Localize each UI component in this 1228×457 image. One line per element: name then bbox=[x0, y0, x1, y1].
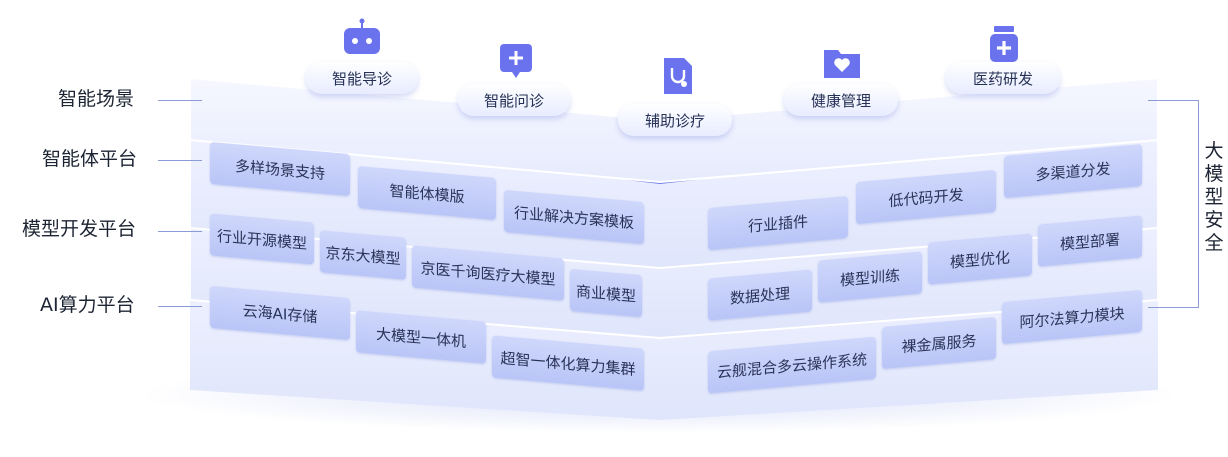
layer-leader-scene bbox=[158, 100, 202, 101]
heart-folder-icon bbox=[824, 50, 860, 78]
layer-leader-model bbox=[158, 231, 202, 232]
stethoscope-doc-icon bbox=[664, 58, 692, 94]
scene-pill: 智能导诊 bbox=[306, 62, 418, 94]
layer-label-model: 模型开发平台 bbox=[22, 218, 137, 240]
security-label-char: 大 bbox=[1204, 140, 1224, 162]
model-tile: 行业开源模型 bbox=[210, 213, 314, 265]
security-label-char: 型 bbox=[1204, 186, 1224, 208]
scene-pill: 辅助诊疗 bbox=[618, 104, 732, 136]
security-label-char: 模 bbox=[1204, 163, 1224, 185]
medicine-bottle-icon bbox=[990, 26, 1018, 62]
layer-leader-compute bbox=[158, 306, 202, 307]
layer-label-compute: AI算力平台 bbox=[40, 294, 135, 316]
security-label-char: 全 bbox=[1204, 232, 1224, 254]
model-tile: 京东大模型 bbox=[320, 230, 406, 280]
layer-label-agent: 智能体平台 bbox=[42, 148, 138, 170]
robot-icon bbox=[344, 18, 380, 54]
security-bracket bbox=[1148, 100, 1199, 308]
scene-pill: 智能问诊 bbox=[458, 84, 570, 116]
security-label-char: 安 bbox=[1204, 209, 1224, 231]
layer-leader-agent bbox=[158, 160, 202, 161]
security-label: 大模型安全 bbox=[1204, 140, 1224, 255]
scene-pill: 医药研发 bbox=[946, 62, 1060, 94]
layer-label-scene: 智能场景 bbox=[58, 88, 135, 110]
scene-pill: 健康管理 bbox=[784, 84, 898, 116]
chat-plus-icon bbox=[500, 44, 532, 78]
model-tile: 商业模型 bbox=[570, 268, 642, 318]
